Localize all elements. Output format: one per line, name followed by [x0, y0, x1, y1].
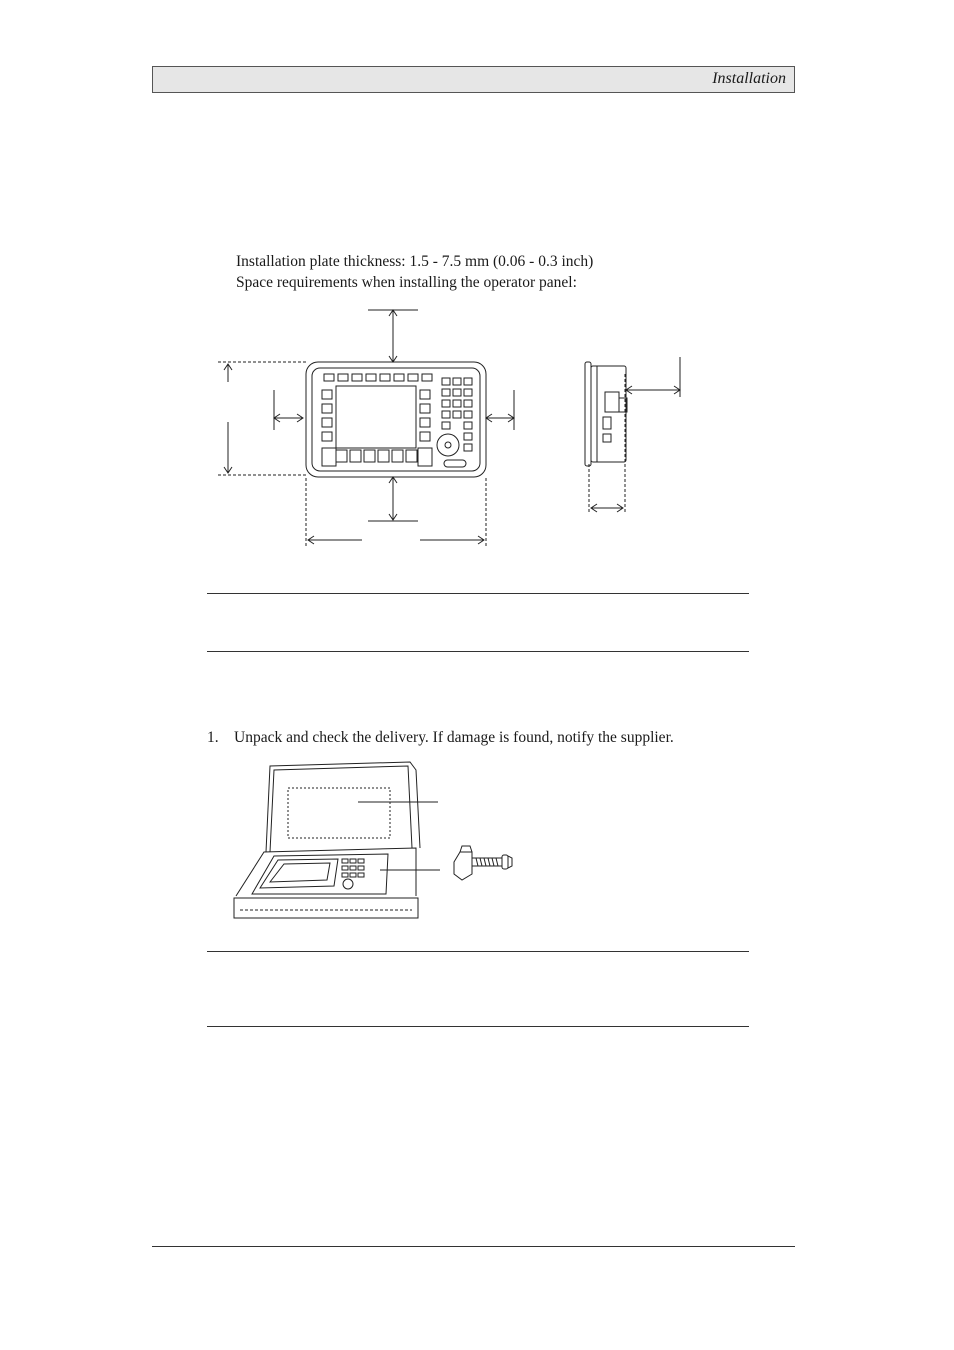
- page-header: Installation: [152, 66, 795, 93]
- space-requirements-text: Space requirements when installing the o…: [236, 274, 577, 291]
- footer-rule: [152, 1246, 795, 1247]
- step-number: 1.: [207, 729, 219, 746]
- header-title: Installation: [712, 70, 786, 87]
- delivery-box-icon: [233, 761, 440, 919]
- note2-top-rule: [207, 951, 749, 952]
- plate-thickness-text: Installation plate thickness: 1.5 - 7.5 …: [236, 253, 594, 270]
- note-bottom-rule: [207, 651, 749, 652]
- note-top-rule: [207, 593, 749, 594]
- operator-panel-side-icon: [584, 357, 681, 514]
- note2-bottom-rule: [207, 1026, 749, 1027]
- step-text: Unpack and check the delivery. If damage…: [234, 729, 674, 746]
- operator-panel-front-icon: [218, 309, 515, 548]
- mounting-bracket-screw-icon: [453, 845, 513, 881]
